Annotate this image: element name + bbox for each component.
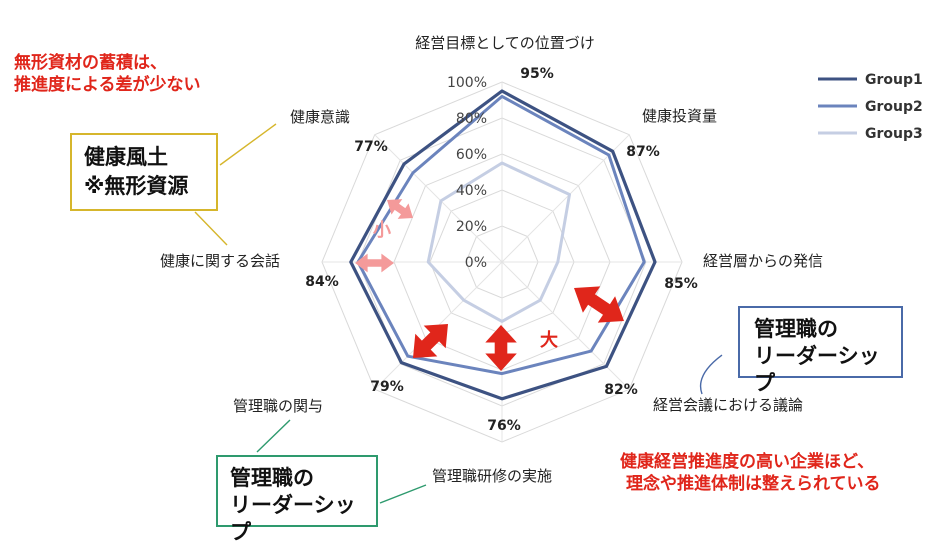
- category-label: 健康意識: [290, 108, 350, 126]
- leadership-right-line1: 管理職の: [754, 317, 838, 341]
- category-label: 管理職の関与: [233, 397, 323, 415]
- category-label: 管理職研修の実施: [432, 467, 552, 485]
- radar-chart: 0% 20% 40% 60% 80% 100% 経営目標としての位置づけ 95% 健康投資量 87…: [160, 34, 923, 504]
- culture-connector-top: [219, 123, 277, 166]
- series-line-group1: [349, 89, 657, 401]
- top-left-note: 無形資材の蓄積は、 推進度による差が少ない: [14, 52, 201, 96]
- double-arrow-large: [485, 325, 517, 371]
- radar-grid: [321, 81, 683, 443]
- value-label: 84%: [305, 274, 339, 290]
- legend-label-group3: Group3: [865, 126, 923, 142]
- category-label: 経営目標としての位置づけ: [415, 34, 595, 52]
- value-label: 85%: [664, 276, 698, 292]
- annotation-large: 大: [540, 329, 558, 351]
- double-arrow-large: [413, 324, 448, 358]
- culture-callout-line2: ※無形資源: [84, 174, 189, 198]
- radial-tick-label: 80%: [456, 111, 487, 127]
- value-label: 76%: [487, 418, 521, 434]
- callout-connectors: [194, 123, 723, 504]
- category-label: 健康に関する会話: [160, 252, 280, 270]
- top-left-note-line1: 無形資材の蓄積は、: [14, 53, 167, 73]
- bottom-right-note-line1: 健康経営推進度の高い企業ほど、: [620, 452, 875, 472]
- value-label: 82%: [604, 382, 638, 398]
- leadership-left-connector-top: [256, 419, 291, 453]
- value-label: 87%: [626, 144, 660, 160]
- category-label: 経営会議における議論: [653, 396, 803, 414]
- leadership-right-connector: [699, 354, 723, 395]
- top-left-note-line2: 推進度による差が少ない: [14, 75, 201, 95]
- category-label: 健康投資量: [642, 107, 717, 125]
- leadership-right-line2: リーダーシップ: [754, 344, 880, 395]
- annotation-small: 小: [373, 220, 391, 241]
- value-label: 77%: [354, 139, 388, 155]
- bottom-right-note: 健康経営推進度の高い企業ほど、 理念や推進体制は整えられている: [620, 451, 881, 495]
- double-arrow-small: [387, 199, 413, 219]
- legend-label-group1: Group1: [865, 72, 923, 88]
- radar-annotations: 小大: [355, 199, 624, 371]
- leadership-callout-left: 管理職の リーダーシップ: [216, 455, 378, 544]
- radial-tick-label: 40%: [456, 183, 487, 199]
- leadership-left-connector-right: [379, 484, 427, 504]
- radial-tick-label: 20%: [456, 219, 487, 235]
- leadership-left-line1: 管理職の: [230, 466, 314, 490]
- radar-labels: 0% 20% 40% 60% 80% 100% 経営目標としての位置づけ 95% 健康投資量 87…: [160, 34, 823, 485]
- value-label: 79%: [370, 379, 404, 395]
- culture-connector-bottom: [194, 211, 228, 246]
- radial-tick-label: 100%: [447, 75, 487, 91]
- category-label: 経営層からの発信: [703, 252, 823, 270]
- culture-callout-line1: 健康風土: [84, 145, 168, 169]
- bottom-right-note-line2: 理念や推進体制は整えられている: [626, 474, 881, 494]
- grid-spoke: [374, 134, 503, 263]
- series-line-group3: [426, 161, 571, 323]
- grid-spoke: [501, 261, 630, 390]
- radial-tick-label: 0%: [465, 255, 487, 271]
- leadership-callout-right: 管理職の リーダーシップ: [738, 306, 903, 395]
- value-label: 95%: [520, 66, 554, 82]
- double-arrow-small: [355, 253, 394, 273]
- double-arrow-large: [574, 286, 624, 323]
- legend-label-group2: Group2: [865, 99, 923, 115]
- leadership-left-line2: リーダーシップ: [230, 493, 356, 544]
- radial-tick-label: 60%: [456, 147, 487, 163]
- culture-callout-box: 健康風土 ※無形資源: [70, 133, 218, 211]
